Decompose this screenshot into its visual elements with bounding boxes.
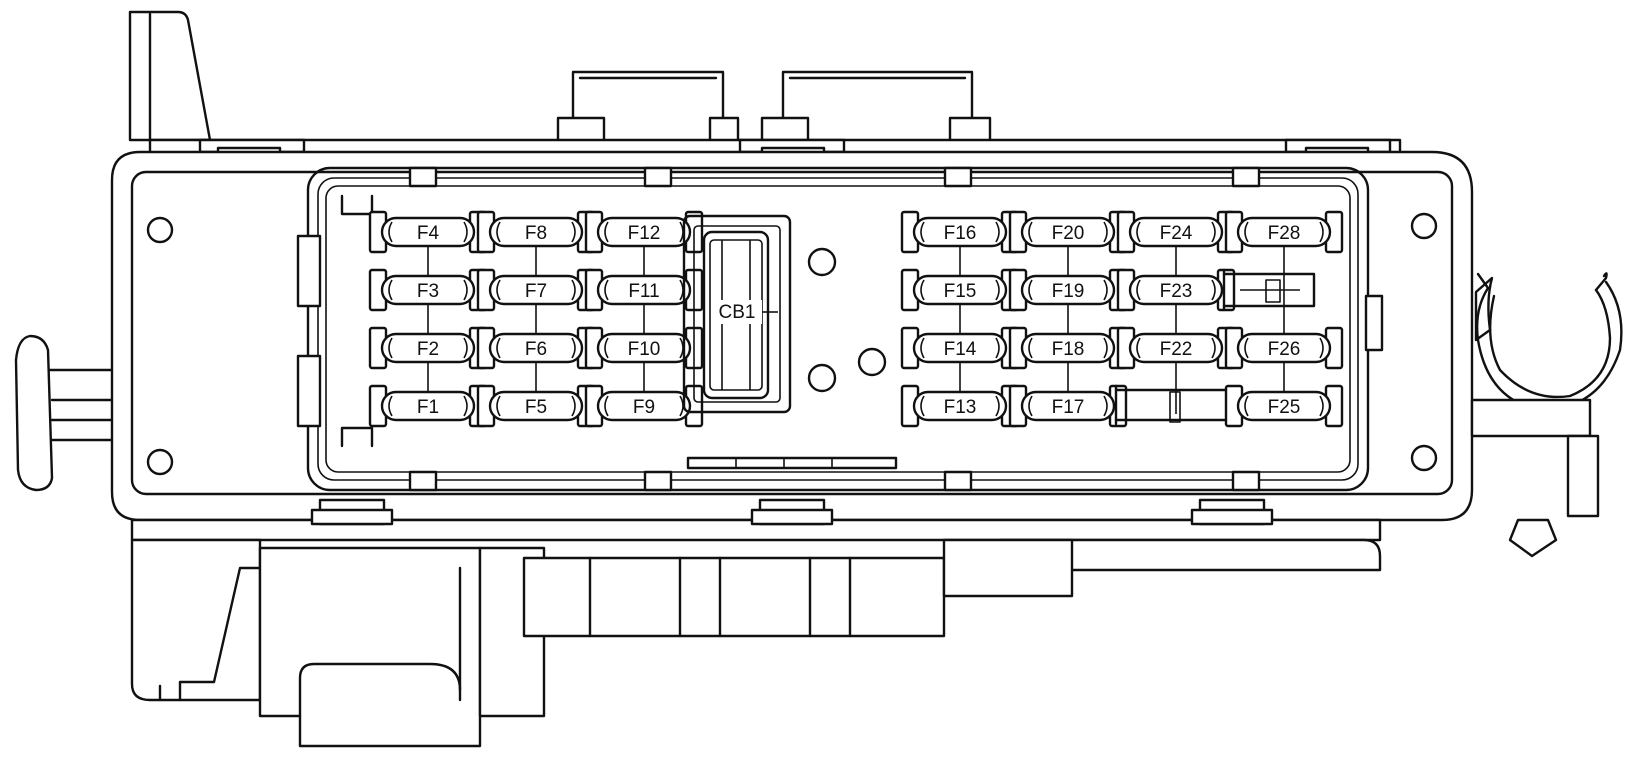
fuse-body	[1020, 332, 1116, 364]
left-latches	[296, 194, 374, 448]
fuse-body	[912, 332, 1008, 364]
fuse-label: F24	[1160, 223, 1193, 244]
fuse-body	[912, 216, 1008, 248]
fuse-body	[1236, 216, 1332, 248]
fuse-body	[1236, 332, 1332, 364]
top-left-bracket	[128, 10, 212, 142]
label-strip	[686, 456, 898, 470]
fuse-label: F4	[417, 223, 440, 244]
fuse-body	[488, 390, 584, 422]
fuse-label: F17	[1052, 397, 1085, 418]
fuse-body	[1128, 274, 1224, 306]
fuse-body	[380, 216, 476, 248]
left-mounting-post	[14, 334, 122, 492]
fuse-body	[596, 216, 692, 248]
fuse-label: F13	[944, 397, 977, 418]
fuse-body	[488, 332, 584, 364]
fuse-label: F18	[1052, 339, 1085, 360]
fuse: F12	[584, 210, 704, 254]
right-pipe-clip	[1470, 272, 1623, 558]
fuse: F28	[1224, 210, 1344, 254]
mounting-hole	[1410, 444, 1438, 472]
fuse: F25	[1224, 384, 1344, 428]
fuse-body	[912, 274, 1008, 306]
fuse-label: F15	[944, 281, 977, 302]
fuse-body	[1236, 390, 1332, 422]
fuse-label: F5	[525, 397, 547, 418]
fuse: F9	[584, 384, 704, 428]
fuse-label: F19	[1052, 281, 1085, 302]
fuse-label: F11	[628, 281, 659, 302]
empty-slot-lower	[1114, 384, 1228, 426]
right-fuse-rails	[959, 244, 1285, 414]
bottom-flange	[130, 498, 1382, 542]
fuse: F17	[1008, 384, 1128, 428]
fuse-label: F6	[525, 339, 547, 360]
fuse-label: F25	[1268, 397, 1301, 418]
frame-notches	[408, 166, 1261, 492]
top-connector-right	[760, 70, 992, 152]
fuse-label: F9	[633, 397, 655, 418]
fuse: F3	[368, 268, 488, 312]
fuse-body	[596, 274, 692, 306]
fuse-label: F12	[628, 223, 661, 244]
circuit-breaker-cb1: CB1	[682, 214, 792, 414]
fuse-label: F16	[944, 223, 977, 244]
mounting-holes	[146, 212, 1438, 476]
fuse-label: F28	[1268, 223, 1301, 244]
fuse-label: F14	[944, 339, 977, 360]
fuse-label: F3	[417, 281, 439, 302]
fuse: F26	[1224, 326, 1344, 370]
bottom-connector	[130, 538, 1074, 748]
centre-holes	[807, 247, 887, 393]
lower-right-ledge	[998, 538, 1382, 572]
fuse-body	[596, 332, 692, 364]
mounting-hole	[146, 216, 174, 244]
fuse-label: F8	[525, 223, 547, 244]
left-fuse-rails	[427, 244, 645, 414]
centre-hole	[857, 347, 887, 377]
fuse-label: F20	[1052, 223, 1085, 244]
fuse-body	[380, 274, 476, 306]
centre-hole	[807, 247, 837, 277]
right-latch	[1364, 294, 1384, 352]
fuse-label: F23	[1160, 281, 1193, 302]
fuse-body	[1128, 216, 1224, 248]
fuse-body	[488, 216, 584, 248]
fuse-label: F22	[1160, 339, 1193, 360]
fuse-body	[912, 390, 1008, 422]
fuse-body	[380, 332, 476, 364]
fuse-body	[1128, 332, 1224, 364]
fuse-body	[596, 390, 692, 422]
empty-slot-upper	[1222, 268, 1316, 312]
mounting-hole	[1410, 212, 1438, 240]
fuse-body	[1020, 216, 1116, 248]
fuse-label: F10	[628, 339, 661, 360]
fuse-body	[488, 274, 584, 306]
fuse-label: F2	[417, 339, 439, 360]
cb1-label: CB1	[719, 302, 756, 323]
fuse-body	[380, 390, 476, 422]
fuse: F18	[1008, 326, 1128, 370]
fuse-label: F7	[525, 281, 547, 302]
fuse-label: F26	[1268, 339, 1301, 360]
top-connector-left	[556, 70, 740, 152]
fuse-body	[1020, 390, 1116, 422]
fuse-label: F1	[417, 397, 439, 418]
centre-hole	[807, 363, 837, 393]
mounting-hole	[146, 448, 174, 476]
fuse-body	[1020, 274, 1116, 306]
fuse: F23	[1116, 268, 1236, 312]
